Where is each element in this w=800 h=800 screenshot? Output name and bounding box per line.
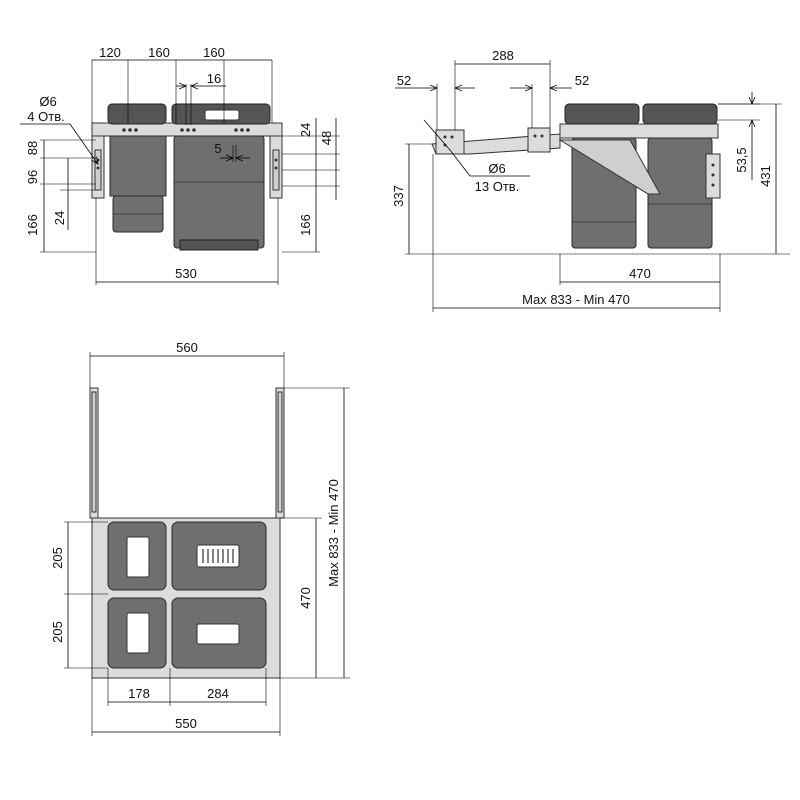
dim-front-160a: 160	[148, 45, 170, 60]
dim-top-178: 178	[128, 686, 150, 701]
dim-top-550: 550	[175, 716, 197, 731]
side-support	[558, 139, 661, 195]
front-hole-count: 4 Отв.	[27, 109, 64, 124]
dim-front-88: 88	[25, 141, 40, 155]
front-left-bin-upper	[109, 135, 167, 197]
dim-top-284: 284	[207, 686, 229, 701]
top-handle-back-left	[126, 536, 150, 578]
dim-top-470: 470	[298, 587, 313, 609]
dim-top-205a: 205	[50, 547, 65, 569]
side-hole-diameter: Ø6	[488, 161, 505, 176]
dim-side-52a: 52	[397, 73, 411, 88]
dim-front-24-right: 24	[298, 123, 313, 137]
dim-front-48: 48	[319, 131, 334, 145]
dim-side-470: 470	[629, 266, 651, 281]
side-lid-right	[642, 103, 718, 125]
front-hole-diameter: Ø6	[39, 94, 56, 109]
dim-front-166-left: 166	[25, 214, 40, 236]
dim-side-431: 431	[758, 165, 773, 187]
top-handle-front-left	[126, 612, 150, 654]
dim-top-205b: 205	[50, 621, 65, 643]
dim-front-120: 120	[99, 45, 121, 60]
dim-front-96: 96	[25, 170, 40, 184]
dim-front-530: 530	[175, 266, 197, 281]
top-handle-front-right	[196, 623, 240, 645]
dim-front-24-left: 24	[52, 211, 67, 225]
dim-side-range: Max 833 - Min 470	[522, 292, 630, 307]
dim-top-range: Max 833 - Min 470	[326, 479, 341, 587]
dim-side-53-5: 53,5	[734, 147, 749, 172]
top-view: 560 205 205 178 284 550 470 Max 833 - Mi…	[50, 340, 350, 736]
dim-front-5: 5	[214, 141, 221, 156]
side-view: 288 52 52 Ø6 13 Отв. 337 53,5 431	[391, 48, 790, 312]
dim-side-52b: 52	[575, 73, 589, 88]
dim-front-16: 16	[207, 71, 221, 86]
dim-front-160b: 160	[203, 45, 225, 60]
side-lid-left	[564, 103, 640, 125]
front-view: 120 160 160 16 5 Ø6 4 Отв. 88 96 24 166	[20, 45, 340, 285]
front-left-lid	[107, 103, 167, 125]
side-top-frame	[559, 123, 719, 139]
side-holes	[443, 134, 715, 187]
dim-side-337: 337	[391, 185, 406, 207]
dim-top-560: 560	[176, 340, 198, 355]
side-mid-bracket	[527, 127, 551, 153]
dim-front-166-right: 166	[298, 214, 313, 236]
side-hole-count: 13 Отв.	[475, 179, 520, 194]
dim-side-288: 288	[492, 48, 514, 63]
